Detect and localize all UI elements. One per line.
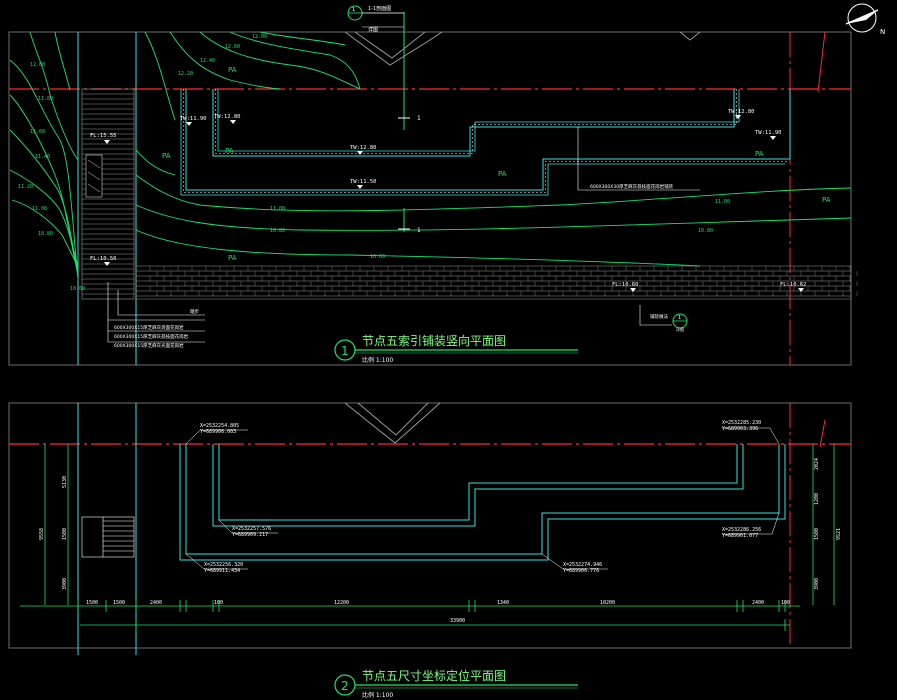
dim-left-c: 3900 [62, 578, 68, 590]
drawing-2-title-block: 2 节点五尺寸坐标定位平面图 比例 1:100 [334, 668, 578, 699]
north-label: N [880, 28, 885, 36]
callout-top-text: 1-1剖面图 [368, 5, 391, 12]
dim-right-total: 9521 [836, 528, 842, 540]
contour-label-1120: 11.20 [18, 184, 33, 190]
drawing-2-frame [8, 402, 852, 649]
drawing-1-title: 节点五索引铺装竖向平面图 [362, 333, 506, 348]
contour-label-1160: 11.60 [30, 129, 45, 135]
dim-left-b: 1500 [62, 528, 68, 540]
dim-right-c: 1500 [814, 528, 820, 540]
contour-label-1100-mid: 11.00 [270, 206, 285, 212]
callout-bottom: 铺装做法 1 详图 [639, 305, 688, 332]
contour-label-1140: 11.40 [35, 154, 50, 160]
contour-label-1060: 10.60 [70, 286, 85, 292]
coord-1-x: X=2532254.805 [200, 423, 239, 429]
drawing-2-scale: 比例 1:100 [362, 691, 393, 699]
contour-label-1240: 12.40 [200, 58, 215, 64]
zone-pa-4: PA [498, 170, 507, 178]
zone-pa-7: PA [228, 254, 237, 262]
coord-5-x: X=2532256.320 [204, 562, 243, 568]
elev-fl-right2: FL:10.62 [780, 282, 807, 288]
contour-label-1100-right: 11.00 [715, 199, 730, 205]
callout-top: 1 1-1剖面图 详图 [347, 5, 404, 33]
dim-bottom-3: 2400 [150, 600, 162, 606]
dim-bottom-2: 1500 [113, 600, 125, 606]
callout-bottom-sub: 详图 [676, 326, 684, 332]
dim-right-b: 1200 [814, 493, 820, 505]
drawing-2-title: 节点五尺寸坐标定位平面图 [362, 668, 506, 683]
coord-4-y: Y=689901.077 [722, 533, 758, 539]
zone-pa-5: PA [755, 150, 764, 158]
note-paving-a: 600X300X15厚芝麻灰烧面花岗岩 [114, 324, 184, 331]
coord-5-y: Y=689911.434 [204, 568, 240, 574]
dim-bottom-1: 1500 [86, 600, 98, 606]
contour-label-1060-mid: 10.60 [370, 254, 385, 260]
callout-top-sub: 详图 [368, 26, 378, 33]
coord-2-y: Y=689903.396 [722, 426, 758, 432]
contour-label-1080-mid: 10.80 [270, 228, 285, 234]
callout-bottom-text: 铺装做法 [650, 313, 668, 320]
contour-label-1220: 12.20 [178, 71, 193, 77]
drawing-2-plan: 1500 1500 2400 100 12200 1340 10200 2400… [8, 402, 852, 699]
zone-pa-3: PA [162, 152, 171, 160]
coord-4-x: X=2532286.256 [722, 527, 761, 533]
note-paving-c: 600X300X15厚芝麻灰光面花岗岩 [114, 342, 184, 349]
note-stair: 踏步 [190, 308, 199, 315]
dim-bottom-7: 10200 [600, 600, 615, 606]
contour-label-1100: 11.00 [32, 206, 47, 212]
zone-pa-6: PA [822, 196, 831, 204]
dim-right-d: 3900 [814, 578, 820, 590]
elev-tw-1190-left: TW:11.90 [180, 116, 207, 122]
dim-bottom-8: 2400 [752, 600, 764, 606]
dim-bottom-5: 12200 [334, 600, 349, 606]
drawing-1-plan: 12.00 11.80 11.60 11.40 11.20 11.00 10.8… [8, 5, 858, 366]
zone-pa-2: PA [228, 66, 237, 74]
drawing-2-number: 2 [341, 679, 349, 693]
coord-6-y: Y=689906.776 [563, 568, 599, 574]
dim-right-a: 2024 [814, 458, 820, 470]
elev-tw-1280-mid: TW:12.80 [350, 145, 377, 151]
coord-3-x: X=2532257.576 [232, 526, 271, 532]
section-marker-bottom: 1 [417, 227, 421, 234]
dim-bottom-6: 1340 [497, 600, 509, 606]
contour-label-1180: 11.80 [38, 96, 53, 102]
elev-fl-right1: FL:10.60 [612, 282, 639, 288]
callout-top-num: 1 [352, 7, 355, 13]
callout-bottom-num: 1 [678, 315, 681, 321]
contour-label-1080-right: 10.80 [698, 228, 713, 234]
elev-tw-1280-right: TW:12.80 [728, 109, 755, 115]
coord-3-y: Y=689909.217 [232, 532, 268, 538]
dim-bottom-4: 100 [214, 600, 223, 606]
elev-tw-1280-left: TW:12.80 [214, 114, 241, 120]
contour-label-1260: 12.60 [225, 44, 240, 50]
coord-2-x: X=2532285.230 [722, 420, 761, 426]
paving-notes-left: 踏步 600X300X15厚芝麻灰烧面花岗岩 600X300X15厚芝麻灰荔枝面… [107, 282, 205, 349]
elev-fl-mid: FL:10.50 [90, 256, 117, 262]
drawing-1-scale: 比例 1:100 [362, 356, 393, 364]
zone-pa-1: PA [225, 147, 234, 155]
drawing-1-frame [8, 31, 852, 366]
elev-tw-1150: TW:11.50 [350, 179, 377, 185]
dim-bottom-total: 33900 [450, 618, 465, 624]
contour-label-1200-top: 12.00 [252, 34, 267, 40]
elev-fl-top: FL:15.55 [90, 133, 117, 139]
note-paving-right: 600X300X30厚芝麻灰荔枝面花岗岩铺装 [590, 183, 674, 190]
dim-left-a: 5130 [62, 476, 68, 488]
note-paving-b: 600X300X15厚芝麻灰荔枝面花岗岩 [114, 333, 189, 340]
elev-tw-1190-right: TW:11.90 [755, 130, 782, 136]
dim-left-total: 9558 [39, 528, 45, 540]
paving-note-right: 600X300X30厚芝麻灰荔枝面花岗岩铺装 [577, 127, 700, 191]
drawing-1-number: 1 [341, 344, 349, 358]
dim-bottom-9: 100 [781, 600, 790, 606]
contour-label-1080: 10.80 [38, 231, 53, 237]
contour-label-1200: 12.00 [30, 62, 45, 68]
drawing-1-title-block: 1 节点五索引铺装竖向平面图 比例 1:100 [334, 333, 578, 364]
section-marker-top: 1 [417, 115, 421, 122]
coord-6-x: X=2532274.946 [563, 562, 602, 568]
north-arrow-icon: N [845, 3, 885, 36]
coord-1-y: Y=689906.003 [200, 429, 236, 435]
